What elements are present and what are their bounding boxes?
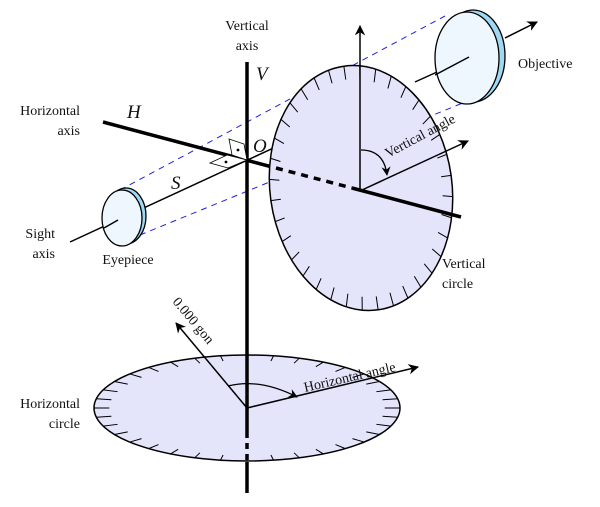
horizontal-circle-label: Horizontal xyxy=(20,397,80,412)
tick-mark xyxy=(431,248,442,257)
horizontal-circle-label-2: circle xyxy=(49,417,80,432)
zero-gon-label: 0.000 gon xyxy=(169,295,216,348)
tick-mark xyxy=(270,454,275,461)
tick-mark xyxy=(313,77,320,91)
tick-mark xyxy=(352,373,365,378)
tick-mark xyxy=(335,444,346,450)
tick-mark xyxy=(441,214,452,219)
tick-mark xyxy=(423,263,433,274)
tick-mark xyxy=(400,86,407,98)
tick-mark xyxy=(269,178,280,181)
tick-mark xyxy=(300,88,309,101)
tick-mark xyxy=(382,415,398,418)
tick-mark xyxy=(402,285,409,299)
symbol-h: H xyxy=(126,102,142,123)
vertical-angle-arrow xyxy=(361,140,469,191)
sight-axis-arrow xyxy=(504,21,538,39)
tick-mark xyxy=(375,296,379,310)
tick-mark xyxy=(328,70,333,84)
tick-mark xyxy=(289,102,299,113)
tick-mark xyxy=(437,232,448,239)
horizontal-angle-arrow xyxy=(246,364,420,409)
horizontal-axis-left xyxy=(102,120,277,170)
right-angle-marks xyxy=(208,138,249,169)
tick-mark xyxy=(302,266,310,277)
tick-mark xyxy=(382,398,398,401)
tick-mark xyxy=(103,389,118,393)
tick-mark xyxy=(291,251,300,261)
tick-mark xyxy=(219,355,224,362)
tick-mark xyxy=(387,76,392,89)
tick-mark xyxy=(170,361,179,368)
tick-mark xyxy=(280,119,291,128)
tick-mark xyxy=(194,452,201,459)
symbol-s: S xyxy=(171,173,181,194)
tick-mark xyxy=(330,287,335,300)
tick-mark xyxy=(194,357,201,364)
zero-gon-arrow xyxy=(175,322,248,409)
symbol-o: O xyxy=(253,136,267,157)
tick-mark xyxy=(96,415,112,418)
symbol-v: V xyxy=(256,64,270,85)
tick-mark xyxy=(114,431,128,435)
tick-mark xyxy=(103,423,118,427)
eyepiece-label: Eyepiece xyxy=(102,253,153,268)
tick-mark xyxy=(366,381,380,385)
tick-mark xyxy=(270,355,275,362)
tick-mark xyxy=(389,292,394,306)
tick-mark xyxy=(96,398,112,401)
tick-mark xyxy=(345,293,349,307)
tick-mark xyxy=(442,195,453,198)
sight-axis-label-2: axis xyxy=(32,247,55,262)
vertical-axis-label: Vertical xyxy=(225,19,269,34)
tick-mark xyxy=(274,137,285,144)
vertical-angle-arc xyxy=(360,149,391,176)
vertical-circle-label: Vertical xyxy=(442,257,486,272)
vertical-axis-label-2: axis xyxy=(236,39,259,54)
objective-label: Objective xyxy=(518,57,572,72)
tick-mark xyxy=(275,217,285,223)
horizontal-angle-arc xyxy=(227,383,298,398)
tick-mark xyxy=(430,134,441,141)
objective-lens xyxy=(434,9,506,105)
tick-mark xyxy=(373,69,377,83)
horizontal-axis-label-2: axis xyxy=(57,124,80,139)
tick-mark xyxy=(343,66,347,80)
tick-mark xyxy=(170,448,179,455)
tick-mark xyxy=(270,198,281,202)
tick-mark xyxy=(270,157,281,162)
tick-mark xyxy=(148,444,159,450)
tick-mark xyxy=(376,389,391,393)
tick-mark xyxy=(376,423,391,427)
tick-mark xyxy=(129,373,142,378)
tick-mark xyxy=(219,454,224,461)
tick-mark xyxy=(315,278,322,290)
tick-mark xyxy=(422,115,431,125)
tick-mark xyxy=(412,99,420,110)
tick-mark xyxy=(315,448,324,455)
horizontal-axis-label: Horizontal xyxy=(20,104,80,119)
tick-mark xyxy=(441,174,452,178)
tick-mark xyxy=(293,452,300,459)
tick-mark xyxy=(129,438,142,443)
eyepiece-lens xyxy=(101,187,147,247)
sight-axis-label: Sight xyxy=(25,227,55,242)
horizontal-axis-right xyxy=(351,186,462,219)
tick-mark xyxy=(281,235,292,242)
tick-mark xyxy=(366,431,380,435)
tick-mark xyxy=(148,366,159,372)
tick-mark xyxy=(413,275,422,288)
vertical-circle xyxy=(268,64,454,312)
tick-mark xyxy=(352,438,365,443)
tick-mark xyxy=(315,361,324,368)
tick-mark xyxy=(335,366,346,372)
tick-mark xyxy=(293,357,300,364)
tick-mark xyxy=(437,153,447,159)
tick-mark xyxy=(114,381,128,385)
horizontal-axis-hidden xyxy=(275,166,353,190)
vertical-circle-label-2: circle xyxy=(442,277,473,292)
